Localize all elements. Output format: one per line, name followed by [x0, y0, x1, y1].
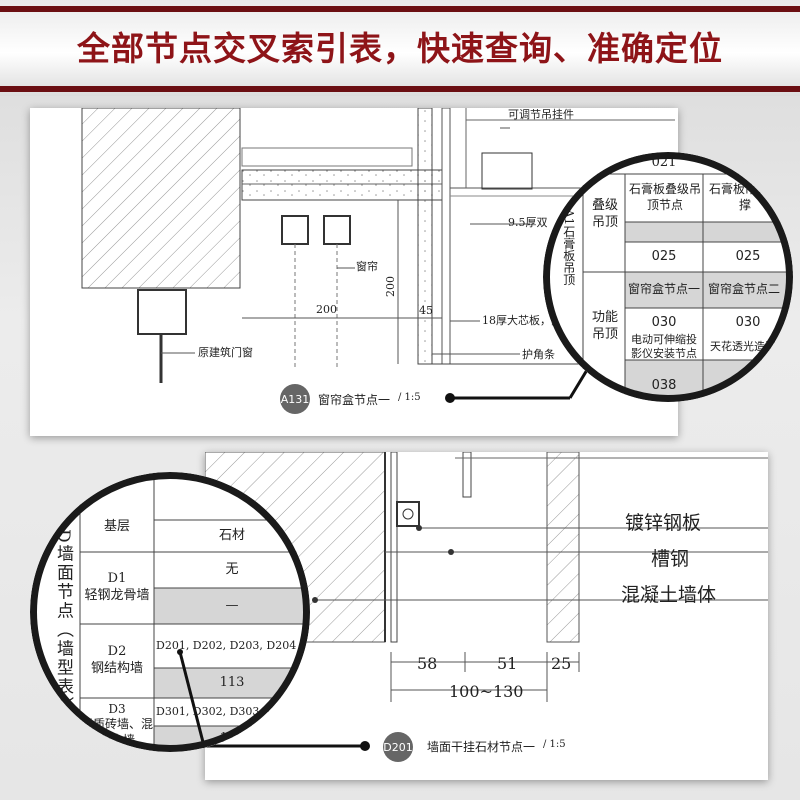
row-d3-value: D301, D302, D303, D3 [156, 704, 283, 718]
row-d1-name: 轻钢龙骨墙 [84, 588, 150, 603]
header-tiered-line2: 吊顶 [591, 215, 618, 230]
banner-top-rule [0, 6, 800, 12]
dim-58: 58 [417, 654, 438, 673]
callout-scale-d201: / 1:5 [543, 739, 566, 750]
table-top-number: 021 [651, 154, 677, 170]
callout-title-d201: 墙面干挂石材节点一 [427, 740, 536, 754]
row-d3-name: 轻质砖墙、混凝土墙 [80, 717, 153, 747]
callout-badge-d201: D201 [383, 732, 413, 762]
dim-51: 51 [497, 654, 518, 673]
row-d2-value: D201, D202, D203, D204 [156, 638, 297, 652]
label-curtain: 窗帘 [356, 260, 378, 273]
dim-total: 100~130 [449, 682, 524, 701]
page-025-b: 025 [735, 248, 761, 264]
label-channel-steel: 槽钢 [651, 548, 690, 570]
header-tiered-line1: 叠级 [591, 198, 618, 214]
banner-title: 全部节点交叉索引表，快速查询、准确定位 [77, 29, 723, 68]
header-stone: 石材 [218, 527, 245, 543]
dim-45: 45 [419, 304, 433, 317]
cell-light-ceiling: 天花透光造型 [710, 339, 776, 353]
title-banner: 全部节点交叉索引表，快速查询、准确定位 [0, 0, 800, 96]
cell-gypsum-tiered: 石膏板叠级吊顶节点 [629, 182, 702, 212]
label-hanger: 可调节吊挂件 [508, 108, 574, 121]
dim-25: 25 [551, 654, 572, 673]
row-d1-dash: — [225, 597, 239, 613]
label-galvanized-plate: 镀锌钢板 [625, 512, 702, 534]
dim-200-horizontal: 200 [316, 303, 337, 316]
dim-200-vertical: 200 [384, 276, 397, 297]
cell-curtain-box-2: 窗帘盒节点二 [707, 282, 780, 297]
cell-projector: 电动可伸缩投影仪安装节点 [631, 332, 697, 360]
row-d3-label: D3 轻质砖墙、混凝土墙 [80, 698, 154, 752]
row-d1-code: D1 [107, 571, 127, 587]
cell-curtain-box-1: 窗帘盒节点一 [627, 282, 700, 297]
page-025-a: 025 [651, 248, 677, 264]
vertical-header-d: D墙面节点（墙型表） [53, 528, 74, 716]
row-d2-name: 钢结构墙 [90, 661, 143, 676]
cell-gypsum-brace: 石膏板吊顶斜撑 [708, 182, 781, 212]
label-gypsum: 9.5厚双 [508, 216, 548, 229]
bottom-magnifier: D墙面节点（墙型表） 基层 石材 D1 轻钢龙骨墙 无 — D2 钢结构墙 D2… [30, 472, 310, 752]
header-tiered: 叠级 吊顶 [587, 190, 623, 240]
callout-badge-a131: A131 [280, 384, 310, 414]
callout-title-a131: 窗帘盒节点一 [318, 393, 391, 407]
row-d2-page: 113 [219, 674, 245, 690]
row-d3-code: D3 [108, 701, 126, 716]
label-core-board: 18厚大芯板，阴 [482, 314, 562, 327]
label-window: 原建筑门窗 [198, 346, 253, 359]
page-038: 038 [651, 377, 677, 393]
vertical-header-a1: A1石膏板吊顶 [561, 208, 576, 286]
row-d2-code: D2 [107, 644, 127, 660]
row-d2-label: D2 钢结构墙 [80, 624, 154, 698]
page-030-a: 030 [651, 314, 677, 330]
callout-scale-a131: / 1:5 [398, 392, 421, 403]
curtain-box-detail-drawing [81, 108, 675, 403]
label-concrete-wall: 混凝土墙体 [621, 584, 717, 606]
row-d3-page: 119 [219, 730, 245, 746]
row-d1-value: 无 [225, 561, 239, 577]
header-base-layer: 基层 [103, 518, 130, 534]
row-d1-label: D1 轻钢龙骨墙 [80, 552, 154, 624]
banner-bottom-rule [0, 86, 800, 92]
header-functional: 功能吊顶 [591, 310, 618, 342]
page-030-b: 030 [735, 314, 761, 330]
top-magnifier: 021 A1石膏板吊顶 叠级 吊顶 石膏板叠级吊顶节点 石膏板吊顶斜撑 025 … [543, 152, 793, 402]
